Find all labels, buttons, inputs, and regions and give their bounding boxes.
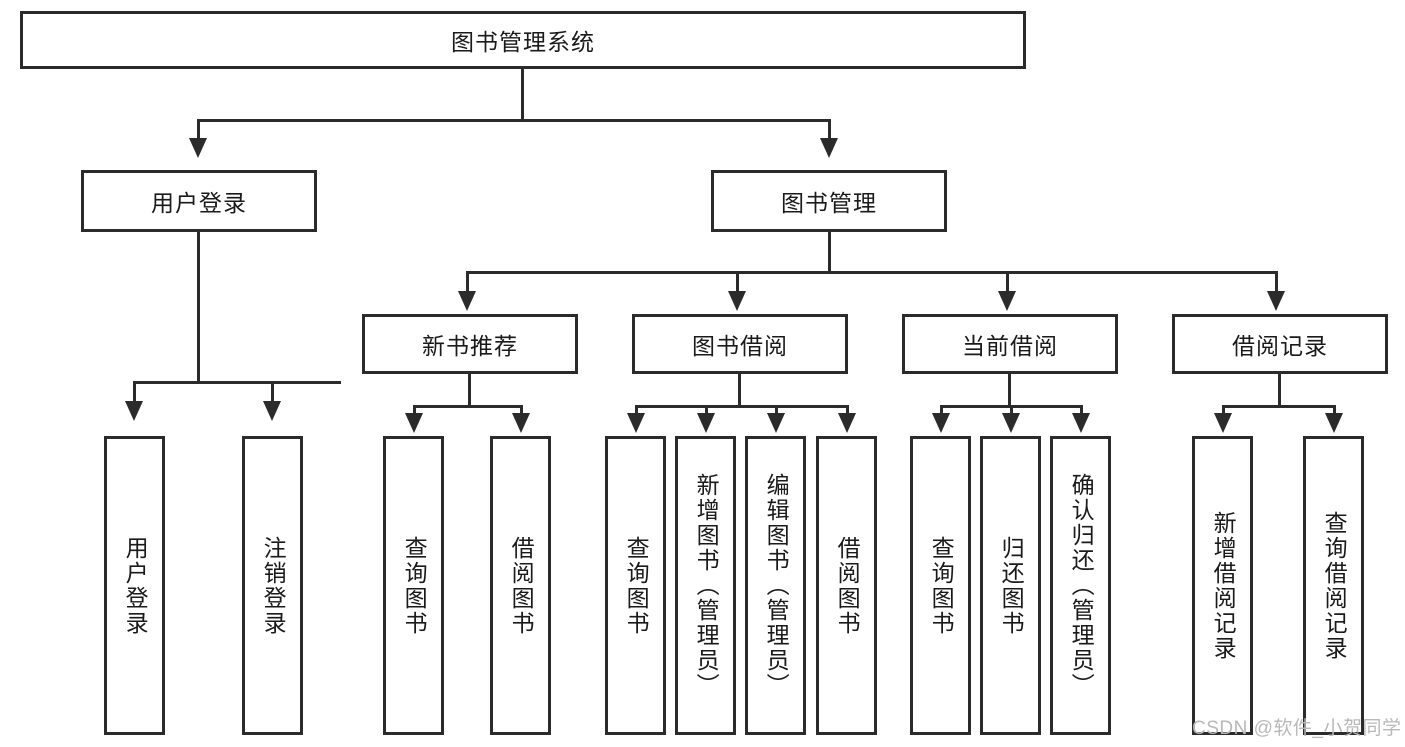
leaf-borrow-book-2[interactable]: 借阅图书 <box>816 436 877 735</box>
connector-bb-drop-1 <box>635 405 638 415</box>
leaf-add-book[interactable]: 新增图书（管理员） <box>675 436 736 735</box>
connector-br-drop-2 <box>1333 405 1336 415</box>
connector-bb-drop-4 <box>846 405 849 415</box>
connector-bb-drop-2 <box>705 405 708 415</box>
arrow-to-borrow-record <box>1267 291 1285 311</box>
node-label: 确认归还（管理员） <box>1068 473 1095 698</box>
connector-book-manage-stem <box>828 232 831 274</box>
arrow-to-book-borrow <box>728 291 746 311</box>
node-label: 查询借阅记录 <box>1321 510 1348 661</box>
node-label: 当前借阅 <box>962 333 1058 359</box>
leaf-query-book-3[interactable]: 查询图书 <box>910 436 971 735</box>
connector-cb-drop-3 <box>1080 405 1083 415</box>
connector-book-manage-drop-2 <box>736 271 739 293</box>
connector-bb-stem <box>738 374 741 408</box>
connector-cb-stem <box>1008 374 1011 408</box>
connector-user-login-bus <box>133 381 341 384</box>
node-label: 图书管理 <box>781 190 877 216</box>
arrow-to-leaf-user-login <box>125 401 143 421</box>
connector-nbr-drop-2 <box>520 405 523 415</box>
node-borrow-record[interactable]: 借阅记录 <box>1172 314 1388 374</box>
csdn-watermark: CSDN @软件_小贺同学 <box>1192 718 1402 739</box>
arrow-to-leaf-borrow-book-1 <box>512 413 530 433</box>
node-label: 借阅图书 <box>834 535 861 636</box>
connector-book-manage-drop-3 <box>1006 271 1009 293</box>
node-label: 用户登录 <box>151 190 247 216</box>
arrow-to-leaf-add-record <box>1214 413 1232 433</box>
arrow-to-leaf-confirm-return <box>1072 413 1090 433</box>
connector-bb-drop-3 <box>775 405 778 415</box>
connector-cb-drop-2 <box>1010 405 1013 415</box>
connector-book-manage-drop-4 <box>1275 271 1278 293</box>
node-current-borrow[interactable]: 当前借阅 <box>902 314 1118 374</box>
connector-root-stem <box>521 69 524 121</box>
node-label: 查询图书 <box>928 535 955 636</box>
connector-user-login-drop-1 <box>133 381 136 403</box>
node-label: 新增图书（管理员） <box>693 473 720 698</box>
arrow-to-leaf-borrow-book-2 <box>838 413 856 433</box>
arrow-to-leaf-query-book-3 <box>932 413 950 433</box>
arrow-to-leaf-return-book <box>1002 413 1020 433</box>
connector-user-login-stem <box>197 232 200 384</box>
connector-br-stem <box>1278 374 1281 408</box>
connector-bb-bus <box>635 405 849 408</box>
node-label: 查询图书 <box>401 535 428 636</box>
node-user-login[interactable]: 用户登录 <box>81 170 317 232</box>
connector-nbr-drop-1 <box>413 405 416 415</box>
leaf-logout[interactable]: 注销登录 <box>242 436 303 735</box>
leaf-return-book[interactable]: 归还图书 <box>980 436 1041 735</box>
connector-br-bus <box>1222 405 1336 408</box>
connector-root-drop-left <box>197 119 200 140</box>
connector-root-bus <box>197 119 831 122</box>
connector-nbr-bus <box>413 405 523 408</box>
leaf-query-record[interactable]: 查询借阅记录 <box>1303 436 1364 735</box>
leaf-add-record[interactable]: 新增借阅记录 <box>1192 436 1253 735</box>
connector-book-manage-bus <box>466 271 1278 274</box>
leaf-edit-book[interactable]: 编辑图书（管理员） <box>745 436 806 735</box>
leaf-borrow-book-1[interactable]: 借阅图书 <box>490 436 551 735</box>
arrow-to-leaf-edit-book <box>767 413 785 433</box>
arrow-to-user-login <box>189 138 207 158</box>
leaf-query-book-1[interactable]: 查询图书 <box>383 436 444 735</box>
leaf-confirm-return[interactable]: 确认归还（管理员） <box>1050 436 1111 735</box>
arrow-to-new-book-recommend <box>458 291 476 311</box>
node-label: 用户登录 <box>122 535 149 636</box>
arrow-to-leaf-query-book-1 <box>405 413 423 433</box>
node-label: 归还图书 <box>998 535 1025 636</box>
node-label: 编辑图书（管理员） <box>763 473 790 698</box>
node-label: 新书推荐 <box>422 333 518 359</box>
node-label: 新增借阅记录 <box>1210 510 1237 661</box>
connector-user-login-drop-2 <box>271 381 274 403</box>
connector-cb-drop-1 <box>940 405 943 415</box>
node-book-borrow[interactable]: 图书借阅 <box>632 314 848 374</box>
arrow-to-book-manage <box>820 138 838 158</box>
arrow-to-leaf-add-book <box>697 413 715 433</box>
node-label: 注销登录 <box>260 535 287 636</box>
leaf-query-book-2[interactable]: 查询图书 <box>605 436 666 735</box>
node-label: 借阅记录 <box>1232 333 1328 359</box>
node-label: 查询图书 <box>623 535 650 636</box>
arrow-to-leaf-logout <box>263 401 281 421</box>
node-label: 图书管理系统 <box>451 29 595 55</box>
arrow-to-current-borrow <box>998 291 1016 311</box>
arrow-to-leaf-query-book-2 <box>627 413 645 433</box>
connector-book-manage-drop-1 <box>466 271 469 293</box>
arrow-to-leaf-query-record <box>1325 413 1343 433</box>
connector-root-drop-right <box>828 119 831 140</box>
node-root-book-management-system[interactable]: 图书管理系统 <box>20 11 1026 69</box>
node-new-book-recommend[interactable]: 新书推荐 <box>362 314 578 374</box>
node-label: 借阅图书 <box>508 535 535 636</box>
connector-br-drop-1 <box>1222 405 1225 415</box>
connector-nbr-stem <box>468 374 471 408</box>
leaf-user-login[interactable]: 用户登录 <box>104 436 165 735</box>
node-label: 图书借阅 <box>692 333 788 359</box>
node-book-manage[interactable]: 图书管理 <box>711 170 947 232</box>
